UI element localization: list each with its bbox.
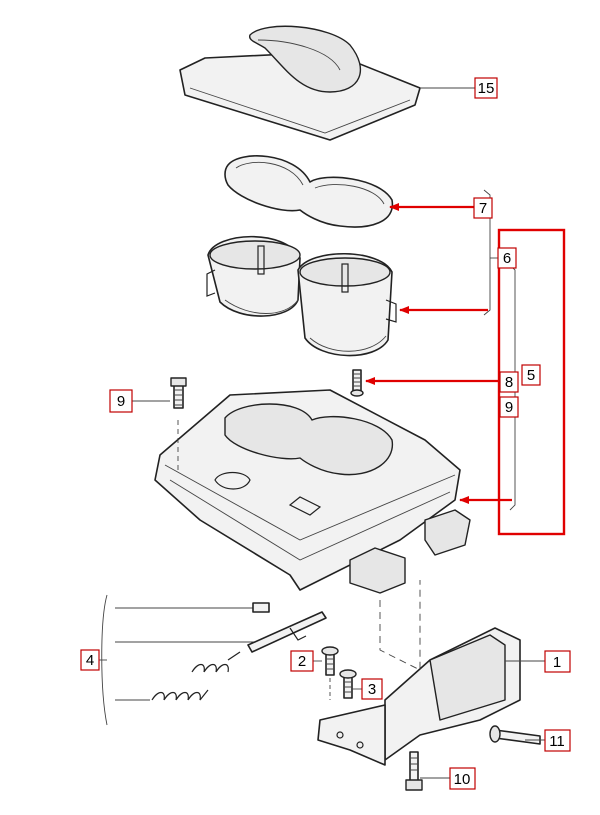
callout-2: 2 xyxy=(290,650,314,672)
callout-10: 10 xyxy=(449,767,476,790)
svg-text:2: 2 xyxy=(298,653,306,670)
svg-text:8: 8 xyxy=(505,374,513,391)
bolt-11-part xyxy=(489,725,541,745)
svg-text:9: 9 xyxy=(505,399,513,416)
svg-text:4: 4 xyxy=(86,652,94,669)
svg-text:10: 10 xyxy=(454,771,471,788)
callout-5: 5 xyxy=(521,364,541,386)
callout-4: 4 xyxy=(80,649,100,671)
callout-15: 15 xyxy=(474,77,498,99)
callout-9-right: 9 xyxy=(499,396,519,418)
console-housing-part xyxy=(154,389,471,594)
svg-text:6: 6 xyxy=(503,250,511,267)
cover-lid-part xyxy=(179,25,421,141)
svg-text:11: 11 xyxy=(549,733,565,750)
screw-9-part xyxy=(170,377,187,409)
callout-9-left: 9 xyxy=(109,389,133,413)
cup-holder-insert-part xyxy=(206,235,397,357)
callout-7: 7 xyxy=(473,197,493,219)
bracket-part xyxy=(317,627,521,766)
callout-3: 3 xyxy=(361,678,383,700)
screw-8-part xyxy=(350,369,364,397)
spring-pin-group xyxy=(101,594,327,726)
svg-text:15: 15 xyxy=(478,80,495,97)
bolt-10-part xyxy=(405,751,423,791)
callout-1: 1 xyxy=(544,650,571,673)
gasket-part xyxy=(224,155,394,228)
svg-text:5: 5 xyxy=(527,367,535,384)
bracket-6-line xyxy=(483,189,491,316)
screw-3-part xyxy=(339,669,357,699)
svg-text:3: 3 xyxy=(368,681,376,698)
bracket-dash-guide xyxy=(379,580,421,671)
callout-11: 11 xyxy=(544,729,571,752)
svg-text:9: 9 xyxy=(117,393,125,410)
callout-6: 6 xyxy=(497,247,517,269)
callout-8: 8 xyxy=(499,371,519,393)
svg-text:7: 7 xyxy=(479,200,487,217)
svg-text:1: 1 xyxy=(553,654,561,671)
screw-2-part xyxy=(321,646,339,676)
